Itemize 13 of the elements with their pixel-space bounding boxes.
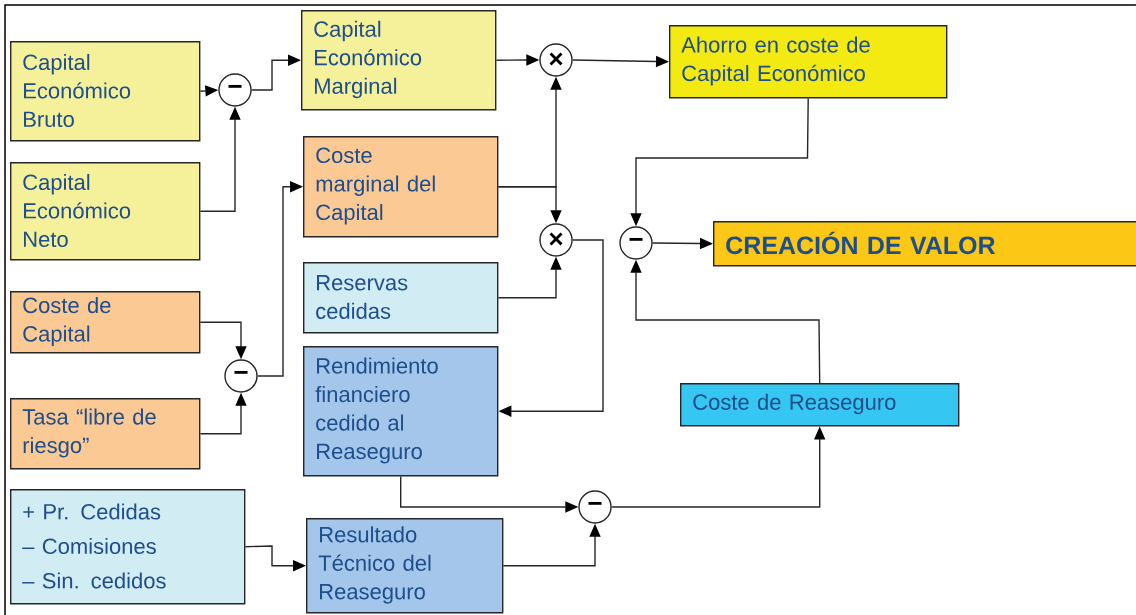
process-box: Resultado Técnico del Reaseguro xyxy=(306,518,504,614)
process-box: Capital Económico Neto xyxy=(10,162,201,261)
process-box: + Pr. Cedidas – Comisiones – Sin. cedidos xyxy=(10,489,246,605)
process-box: Capital Económico Bruto xyxy=(10,41,201,142)
process-box: Coste de Capital xyxy=(10,291,201,354)
process-box: Coste marginal del Capital xyxy=(303,136,499,238)
process-box: Ahorro en coste de Capital Económico xyxy=(669,25,948,99)
process-box: Coste de Reaseguro xyxy=(680,383,960,427)
process-box: Reservas cedidas xyxy=(303,262,499,334)
process-box: CREACIÓN DE VALOR xyxy=(713,221,1136,267)
process-box: Capital Económico Marginal xyxy=(301,10,497,111)
process-box: Rendimiento financiero cedido al Reaseguro xyxy=(303,346,499,477)
process-box: Tasa “libre de riesgo” xyxy=(10,398,201,470)
